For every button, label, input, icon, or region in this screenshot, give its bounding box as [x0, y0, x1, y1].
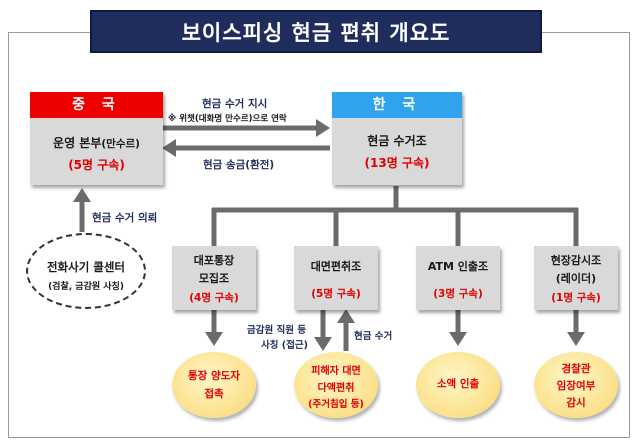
outcome-oval-4: 경찰관 임장여부 감시: [534, 352, 618, 418]
china-header: 중 국: [30, 92, 163, 118]
outcome-4-line3: 감시: [566, 397, 586, 409]
callcenter-subtitle: (검찰, 금감원 사칭): [48, 282, 124, 292]
arrow-down-3-head: [449, 332, 467, 346]
arrow-down-1-head: [205, 332, 223, 346]
outcome-1-line1: 통장 양도자: [188, 370, 240, 382]
outcome-1-line2: 접촉: [204, 388, 224, 400]
group-2-count: (5명 구속): [311, 288, 361, 300]
group-3-line1: ATM 인출조: [427, 260, 489, 273]
group-box-3: ATM 인출조 (3명 구속): [416, 246, 500, 310]
china-count: (5명 구속): [68, 158, 125, 172]
group-1-count: (4명 구속): [189, 292, 239, 304]
group-box-4: 현장감시조 (레이더) (1명 구속): [534, 246, 618, 310]
arrow-instruction-head: [316, 119, 330, 137]
outcome-4-line1: 경찰관: [561, 363, 591, 375]
group-2-line1: 대면편취조: [310, 260, 362, 273]
label-request: 현금 수거 의뢰: [92, 212, 158, 224]
korea-name: 현금 수거조: [367, 134, 427, 148]
group-4-line2: (레이더): [555, 272, 597, 285]
group-4-count: (1명 구속): [551, 292, 601, 304]
arrow-request-head: [73, 188, 91, 202]
callcenter-oval: 전화사기 콜센터 (검찰, 금감원 사칭): [26, 233, 146, 309]
label-instruction: 현금 수거 지시: [202, 98, 268, 110]
label-remit: 현금 송금(환전): [203, 159, 275, 171]
label-cash-collect: 현금 수거: [354, 331, 393, 342]
outcome-2-line1: 피해자 대면: [311, 366, 361, 377]
arrow-down-2-head: [314, 337, 332, 351]
arrow-up-2-head: [337, 309, 355, 323]
outcome-4-line2: 임장여부: [556, 380, 596, 392]
page-title: 보이스피싱 현금 편취 개요도: [90, 10, 542, 53]
arrow-remit-head: [162, 139, 176, 157]
outcome-3-line1: 소액 인출: [436, 378, 480, 390]
china-name: 운영 본부(만수르): [30, 132, 163, 151]
group-3-count: (3명 구속): [433, 288, 483, 300]
china-name-main: 운영 본부: [53, 136, 102, 150]
outcome-oval-3: 소액 인출: [416, 352, 500, 418]
korea-count: (13명 구속): [364, 156, 430, 170]
label-fss-access-1: 금감원 직원 등: [247, 325, 307, 336]
outcome-oval-1: 통장 양도자 접촉: [172, 352, 256, 418]
group-box-2: 대면편취조 (5명 구속): [294, 246, 378, 310]
korea-box: 한 국 현금 수거조 (13명 구속): [332, 92, 462, 185]
group-box-1: 대포통장 모집조 (4명 구속): [172, 246, 256, 310]
outcome-oval-2: 피해자 대면 다액편취 (주거침입 등): [294, 352, 378, 418]
group-4-line1: 현장감시조: [550, 254, 602, 267]
arrow-down-4-head: [567, 332, 585, 346]
label-instruction-note: ※ 위챗(대화명 만수르)으로 연락: [168, 114, 287, 124]
outcome-2-line3: (주거침입 등): [308, 399, 364, 410]
outcome-2-line2: 다액편취: [317, 383, 355, 394]
group-1-line1: 대포통장: [193, 254, 235, 267]
group-1-line2: 모집조: [198, 272, 230, 285]
callcenter-title: 전화사기 콜센터: [46, 260, 126, 274]
china-name-suffix: (만수르): [101, 138, 140, 150]
korea-header: 한 국: [332, 92, 462, 118]
china-box: 중 국 운영 본부(만수르) (5명 구속): [30, 92, 163, 185]
label-fss-access-2: 사칭 (접근): [261, 340, 308, 351]
